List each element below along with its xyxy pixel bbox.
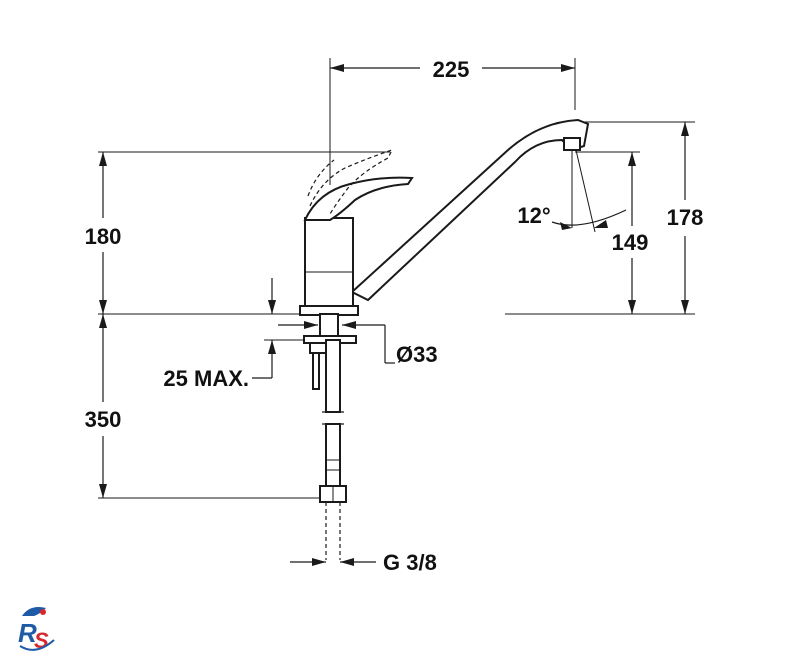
dimension-178: 178 [667,122,704,314]
connection-label: G 3/8 [383,550,437,575]
dimension-350: 350 [85,314,122,498]
lever-handle [303,176,414,221]
hose-lower [325,423,341,489]
dimension-connection: G 3/8 [290,550,437,575]
faucet-body [304,217,354,311]
worktop-max-label: 25 MAX. [163,366,249,391]
dimension-225: 225 [330,57,575,82]
extension-lines [98,58,695,499]
aerator [563,137,581,151]
lever-raised-outline [309,148,394,215]
threaded-stud [319,313,339,339]
tube-small [312,352,320,390]
mounting-kit [303,313,357,560]
rs-logo-icon: R S [18,607,55,653]
dimension-149: 149 [612,152,649,314]
dimension-149-label: 149 [612,230,649,255]
dimension-180-label: 180 [85,224,122,249]
dimension-angle: 12° [517,149,627,233]
svg-text:R: R [18,618,37,648]
hole-diameter-label: Ø33 [396,342,438,367]
dimension-178-label: 178 [667,205,704,230]
faucet [299,118,590,316]
spout [350,118,590,302]
dimension-25-max: 25 MAX. Ø33 [163,278,438,391]
dimension-225-label: 225 [433,57,470,82]
dimension-180: 180 [85,152,122,314]
hose-upper [325,339,341,413]
dimension-350-label: 350 [85,407,122,432]
angle-label: 12° [517,203,550,228]
